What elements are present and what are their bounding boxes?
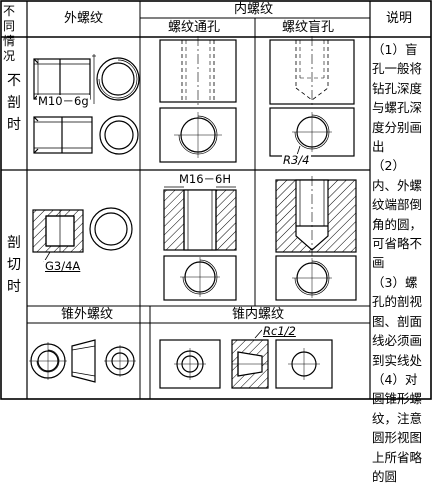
- row-label-not-sectioned: 不剖时: [7, 73, 21, 133]
- external-thread-sectioned: [32, 207, 133, 263]
- blind-hole-unsectioned: [269, 36, 355, 159]
- label-blind-radius: R3/4: [282, 153, 311, 167]
- note-2: （2）内、外螺纹端部倒角的圆，可省略不画: [372, 158, 423, 271]
- label-external-thread-spec: M10－6g: [37, 94, 90, 108]
- note-1: （1）盲孔一般将钻孔深度与螺孔深度分别画出: [372, 42, 423, 155]
- note-3: （3）螺孔的剖视图、剖面线必须画到实线处: [372, 274, 423, 368]
- table-grid-and-drawings: [0, 0, 432, 400]
- tapered-external-thread: [29, 339, 136, 383]
- label-internal-thread-spec: M16－6H: [178, 172, 233, 186]
- sub-header-tapered-external: 锥外螺纹: [61, 307, 114, 322]
- label-pipe-thread: G3/4A: [44, 259, 82, 273]
- note-4: （4）对圆锥形螺纹，注意圆形视图上所省略的圆: [372, 371, 423, 484]
- row-label-sectioned: 剖切时: [7, 235, 21, 295]
- header-internal-thread: 内螺纹: [234, 2, 274, 17]
- blind-hole-sectioned: [275, 176, 357, 301]
- header-external-thread: 外螺纹: [64, 11, 104, 26]
- sub-header-tapered-internal: 锥内螺纹: [232, 307, 285, 322]
- tapered-internal-thread: [159, 329, 333, 389]
- through-hole-sectioned: [163, 186, 237, 301]
- header-notes: 说明: [386, 11, 413, 26]
- external-thread-view-bottom: [33, 115, 139, 155]
- header-situation: 不同情况: [3, 4, 16, 63]
- header-blind-hole: 螺纹盲孔: [282, 20, 335, 35]
- header-through-hole: 螺纹通孔: [168, 20, 221, 35]
- through-hole-unsectioned: [159, 36, 237, 163]
- grid-lines: [0, 0, 432, 400]
- notes-column: （1）盲孔一般将钻孔深度与螺孔深度分别画出 （2）内、外螺纹端部倒角的圆，可省略…: [372, 40, 428, 486]
- label-taper-thread: Rc1/2: [262, 324, 297, 338]
